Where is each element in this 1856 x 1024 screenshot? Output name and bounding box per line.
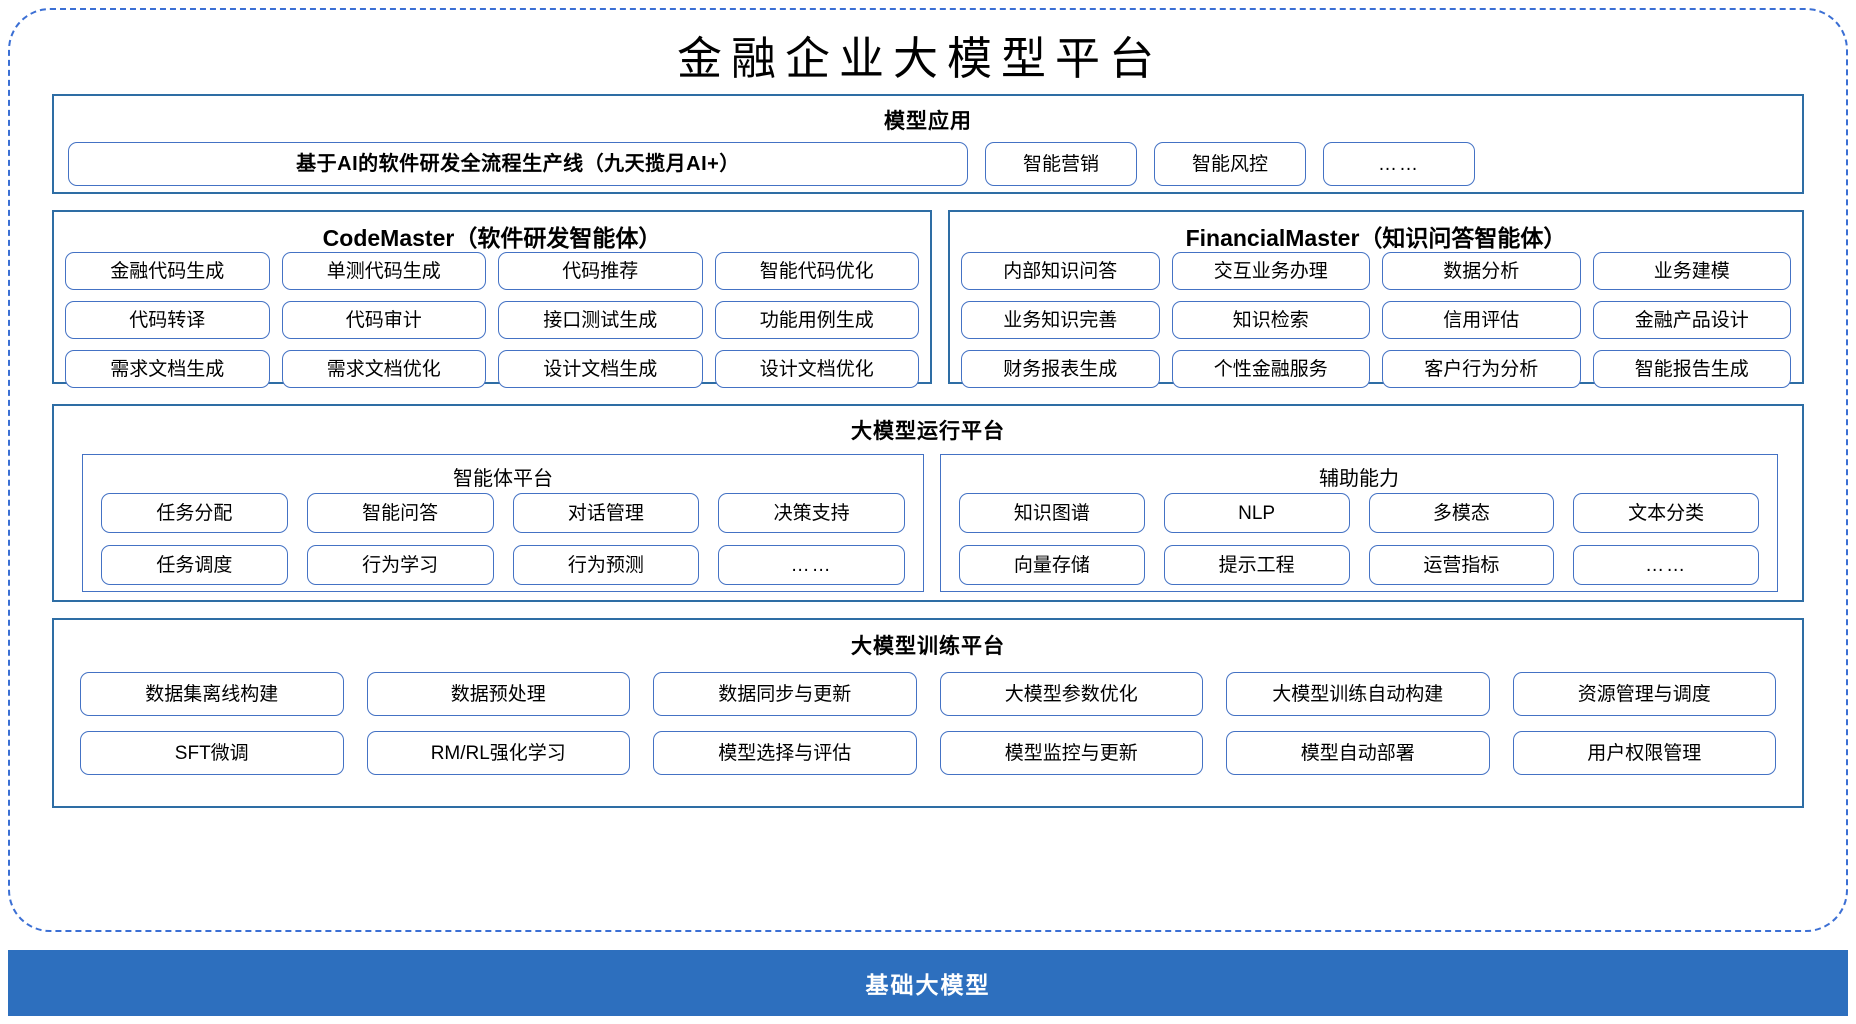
chip-capability[interactable]: 决策支持 — [718, 493, 905, 533]
financial-master-latin-label: FinancialMaster — [1185, 225, 1360, 256]
chip-capability[interactable]: 客户行为分析 — [1382, 350, 1581, 388]
section-title-financial-master: FinancialMaster（知识问答智能体） — [950, 219, 1802, 256]
chip-more[interactable]: …… — [718, 545, 905, 585]
chip-capability[interactable]: 交互业务办理 — [1171, 252, 1370, 290]
chip-capability[interactable]: 业务建模 — [1592, 252, 1791, 290]
chip-capability[interactable]: 业务知识完善 — [961, 301, 1160, 339]
code-master-capability-grid: 金融代码生成 单测代码生成 代码推荐 智能代码优化 代码转译 代码审计 接口测试… — [65, 252, 919, 388]
chip-capability[interactable]: 文本分类 — [1573, 493, 1759, 533]
section-title-model-application: 模型应用 — [884, 110, 972, 133]
subsection-title-agent-platform: 智能体平台 — [453, 468, 553, 490]
app-chip-smart-risk-control[interactable]: 智能风控 — [1154, 142, 1306, 186]
subsection-agent-platform: 智能体平台 任务分配 智能问答 对话管理 决策支持 任务调度 行为学习 行为预测… — [82, 454, 924, 592]
chip-capability[interactable]: 行为学习 — [306, 545, 494, 585]
section-train-platform: 大模型训练平台 数据集离线构建 数据预处理 数据同步与更新 大模型参数优化 大模… — [52, 618, 1804, 808]
chip-capability[interactable]: 设计文档优化 — [714, 350, 919, 388]
chip-capability[interactable]: 信用评估 — [1382, 301, 1581, 339]
chip-capability[interactable]: 接口测试生成 — [498, 301, 703, 339]
financial-master-cn-label: （知识问答智能体） — [1359, 225, 1567, 251]
model-application-item-row: 基于AI的软件研发全流程生产线（九天揽月AI+） 智能营销 智能风控 …… — [68, 142, 1792, 186]
subsection-title-auxiliary-capability: 辅助能力 — [1319, 468, 1399, 490]
section-code-master: CodeMaster（软件研发智能体） 金融代码生成 单测代码生成 代码推荐 智… — [52, 210, 932, 388]
chip-capability[interactable]: RM/RL强化学习 — [366, 731, 630, 775]
chip-capability[interactable]: 用户权限管理 — [1512, 731, 1776, 775]
chip-capability[interactable]: 多模态 — [1368, 493, 1555, 533]
chip-capability[interactable]: 需求文档优化 — [281, 350, 486, 388]
app-chip-more[interactable]: …… — [1323, 142, 1475, 186]
chip-capability[interactable]: 任务分配 — [101, 493, 288, 533]
chip-capability[interactable]: 代码转译 — [65, 301, 270, 339]
chip-capability[interactable]: 数据同步与更新 — [653, 672, 917, 716]
page-title: 金融企业大模型平台 — [676, 34, 1163, 84]
chip-capability[interactable]: 智能报告生成 — [1592, 350, 1791, 388]
chip-capability[interactable]: 单测代码生成 — [281, 252, 486, 290]
train-platform-capability-grid: 数据集离线构建 数据预处理 数据同步与更新 大模型参数优化 大模型训练自动构建 … — [80, 672, 1776, 775]
auxiliary-capability-grid: 知识图谱 NLP 多模态 文本分类 向量存储 提示工程 运营指标 …… — [959, 493, 1759, 585]
chip-capability[interactable]: 对话管理 — [512, 493, 700, 533]
chip-capability[interactable]: 知识检索 — [1171, 301, 1370, 339]
base-model-label: 基础大模型 — [865, 972, 991, 998]
chip-capability[interactable]: 设计文档生成 — [498, 350, 703, 388]
chip-capability[interactable]: 知识图谱 — [959, 493, 1145, 533]
chip-capability[interactable]: 大模型参数优化 — [939, 672, 1203, 716]
chip-capability[interactable]: 数据分析 — [1382, 252, 1581, 290]
code-master-cn-label: （软件研发智能体） — [454, 225, 662, 251]
financial-master-capability-grid: 内部知识问答 交互业务办理 数据分析 业务建模 业务知识完善 知识检索 信用评估… — [961, 252, 1791, 388]
chip-capability[interactable]: 财务报表生成 — [961, 350, 1160, 388]
chip-capability[interactable]: 任务调度 — [101, 545, 288, 585]
chip-capability[interactable]: 运营指标 — [1368, 545, 1555, 585]
chip-capability[interactable]: 个性金融服务 — [1171, 350, 1370, 388]
chip-capability[interactable]: NLP — [1163, 493, 1350, 533]
chip-more[interactable]: …… — [1573, 545, 1759, 585]
chip-capability[interactable]: 智能代码优化 — [714, 252, 919, 290]
chip-capability[interactable]: SFT微调 — [80, 731, 344, 775]
chip-capability[interactable]: 向量存储 — [959, 545, 1145, 585]
section-run-platform: 大模型运行平台 智能体平台 任务分配 智能问答 对话管理 决策支持 任务调度 行… — [52, 404, 1804, 602]
section-title-code-master: CodeMaster（软件研发智能体） — [54, 219, 930, 256]
code-master-latin-label: CodeMaster — [322, 225, 455, 256]
chip-capability[interactable]: 模型选择与评估 — [653, 731, 917, 775]
chip-capability[interactable]: 内部知识问答 — [961, 252, 1160, 290]
chip-capability[interactable]: 提示工程 — [1163, 545, 1350, 585]
section-model-application: 模型应用 基于AI的软件研发全流程生产线（九天揽月AI+） 智能营销 智能风控 … — [52, 94, 1804, 194]
section-title-run-platform: 大模型运行平台 — [851, 420, 1005, 443]
section-financial-master: FinancialMaster（知识问答智能体） 内部知识问答 交互业务办理 数… — [948, 210, 1804, 388]
chip-capability[interactable]: 模型自动部署 — [1226, 731, 1490, 775]
chip-capability[interactable]: 数据预处理 — [366, 672, 630, 716]
chip-capability[interactable]: 需求文档生成 — [65, 350, 270, 388]
app-chip-ai-pipeline[interactable]: 基于AI的软件研发全流程生产线（九天揽月AI+） — [68, 142, 968, 186]
chip-capability[interactable]: 代码审计 — [281, 301, 486, 339]
chip-capability[interactable]: 金融代码生成 — [65, 252, 270, 290]
agent-platform-capability-grid: 任务分配 智能问答 对话管理 决策支持 任务调度 行为学习 行为预测 …… — [101, 493, 905, 585]
chip-capability[interactable]: 功能用例生成 — [714, 301, 919, 339]
chip-capability[interactable]: 资源管理与调度 — [1512, 672, 1776, 716]
chip-capability[interactable]: 大模型训练自动构建 — [1226, 672, 1490, 716]
section-title-train-platform: 大模型训练平台 — [851, 635, 1005, 658]
subsection-auxiliary-capability: 辅助能力 知识图谱 NLP 多模态 文本分类 向量存储 提示工程 运营指标 …… — [940, 454, 1778, 592]
base-model-bar: 基础大模型 — [8, 950, 1848, 1016]
chip-capability[interactable]: 数据集离线构建 — [80, 672, 344, 716]
app-chip-smart-marketing[interactable]: 智能营销 — [985, 142, 1137, 186]
chip-capability[interactable]: 模型监控与更新 — [939, 731, 1203, 775]
chip-capability[interactable]: 金融产品设计 — [1592, 301, 1791, 339]
chip-capability[interactable]: 智能问答 — [306, 493, 494, 533]
chip-capability[interactable]: 行为预测 — [512, 545, 700, 585]
chip-capability[interactable]: 代码推荐 — [498, 252, 703, 290]
